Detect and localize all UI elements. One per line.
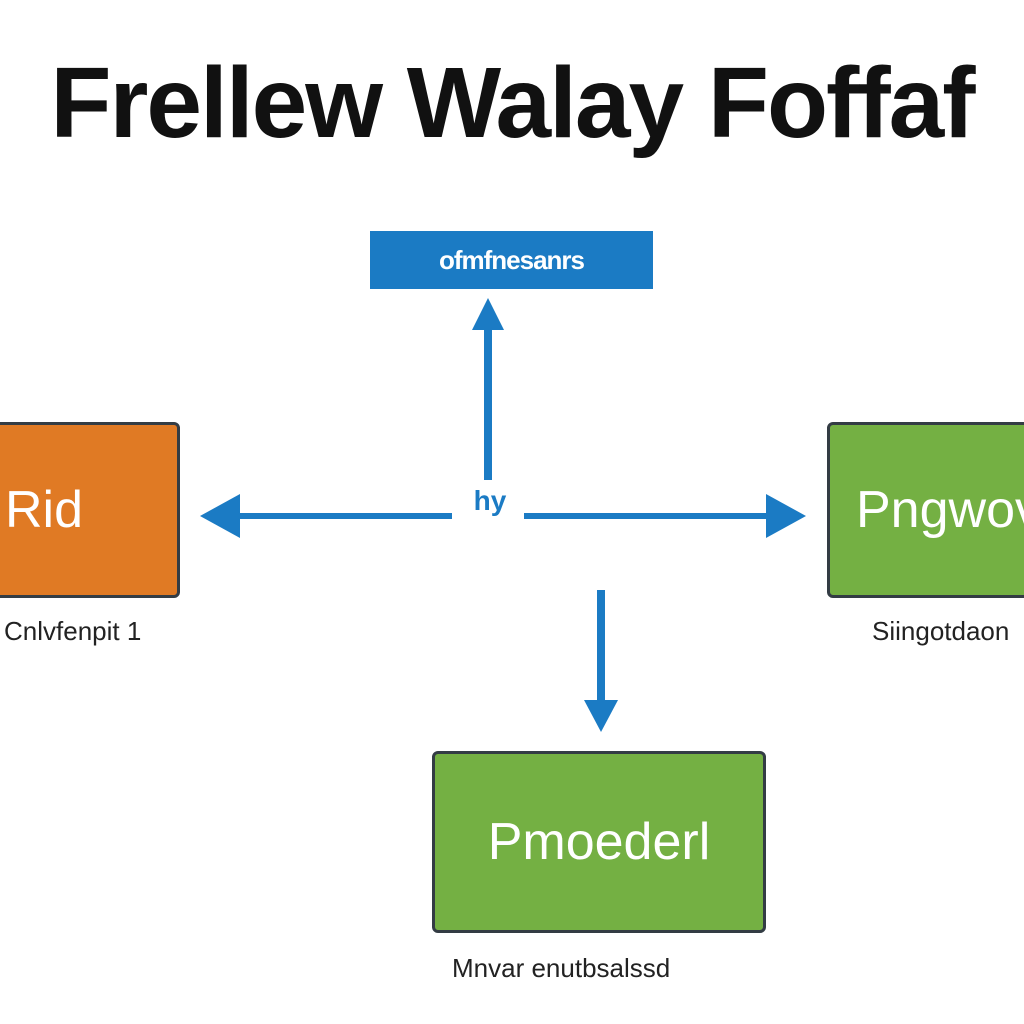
top-node: ofmfnesanrs xyxy=(370,231,653,289)
connectors xyxy=(200,298,806,732)
left-node: Rid xyxy=(0,422,180,598)
bottom-node: Pmoederl xyxy=(432,751,766,933)
right-node-label: Pngwovv xyxy=(856,481,1024,539)
right-node: Pngwovv xyxy=(827,422,1024,598)
diagram-title: Frellew Walay Foffaf xyxy=(50,47,975,159)
left-node-label: Rid xyxy=(5,481,84,539)
bottom-node-label: Pmoederl xyxy=(487,813,711,871)
top-node-label: ofmfnesanrs xyxy=(438,244,585,275)
bottom-node-caption: Mnvar enutbsalssd xyxy=(452,953,671,983)
arrowhead-up xyxy=(472,298,504,330)
center-junction-label: hy xyxy=(456,480,524,522)
arrowhead-right xyxy=(766,494,806,538)
left-node-caption: Cnlvfenpit 1 xyxy=(4,616,142,646)
arrowhead-left xyxy=(200,494,240,538)
arrowhead-down xyxy=(584,700,618,732)
right-node-caption: Siingotdaon xyxy=(872,616,1010,646)
